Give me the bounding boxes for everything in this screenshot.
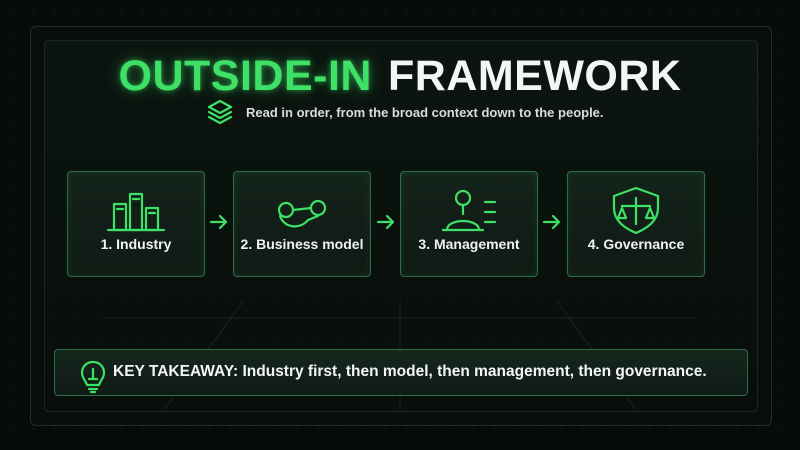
shield-scales-icon [612, 186, 660, 234]
step-label: 2. Business model [240, 236, 364, 252]
step-governance: 4. Governance [567, 171, 705, 277]
takeaway-box [54, 349, 748, 396]
step-label: 4. Governance [587, 236, 685, 252]
title-main: FRAMEWORK [387, 52, 682, 100]
arrow-right-icon [542, 214, 561, 230]
lightbulb-icon [80, 360, 106, 394]
step-management: 3. Management [400, 171, 538, 277]
subtitle-row: Read in order, from the broad context do… [206, 96, 604, 128]
person-list-icon [441, 189, 497, 232]
key-takeaway-text: KEY TAKEAWAY: Industry first, then model… [113, 363, 707, 380]
layers-icon [207, 99, 233, 125]
arrow-right-icon [376, 214, 395, 230]
title-accent: OUTSIDE-IN [118, 52, 372, 100]
step-industry: 1. Industry [67, 171, 205, 277]
step-label: 1. Industry [100, 236, 172, 252]
step-business-model: 2. Business model [233, 171, 371, 277]
arrow-right-icon [209, 214, 228, 230]
subtitle: Read in order, from the broad context do… [246, 104, 604, 120]
business-model-icon [277, 199, 327, 228]
step-label: 3. Management [418, 236, 520, 252]
bar-chart-icon [106, 192, 166, 232]
page-title: OUTSIDE-IN FRAMEWORK [0, 52, 800, 100]
